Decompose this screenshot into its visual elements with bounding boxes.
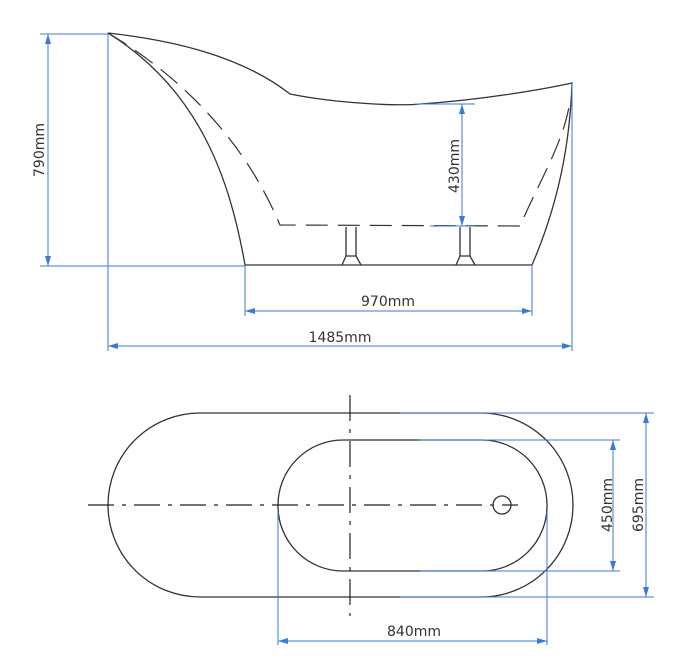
dimension-overall-height: 790mm	[32, 33, 245, 267]
dimension-label-695: 695mm	[631, 478, 647, 532]
dimension-inner-width: 450mm	[420, 439, 620, 572]
leg-right	[455, 227, 476, 266]
leg-left	[341, 227, 362, 266]
dimension-overall-width: 695mm	[400, 412, 654, 598]
dimension-label-1485: 1485mm	[309, 330, 372, 346]
drain-hole	[492, 495, 512, 515]
dimension-label-840: 840mm	[387, 624, 441, 640]
top-view: 695mm 450mm 840mm	[88, 395, 654, 645]
dimension-base-length: 970mm	[244, 266, 533, 316]
dimension-label-790: 790mm	[32, 123, 48, 177]
dimension-label-430: 430mm	[447, 139, 463, 193]
dimension-label-450: 450mm	[600, 478, 616, 532]
dimension-inner-length: 840mm	[277, 512, 548, 645]
dimension-label-970: 970mm	[361, 294, 415, 310]
tub-inner-profile	[107, 32, 571, 227]
side-view: 790mm 430mm 970mm 1485mm	[32, 32, 573, 351]
dimension-inner-depth: 430mm	[415, 103, 475, 227]
tub-outer-profile	[107, 32, 573, 266]
dimension-overall-length: 1485mm	[107, 34, 573, 351]
